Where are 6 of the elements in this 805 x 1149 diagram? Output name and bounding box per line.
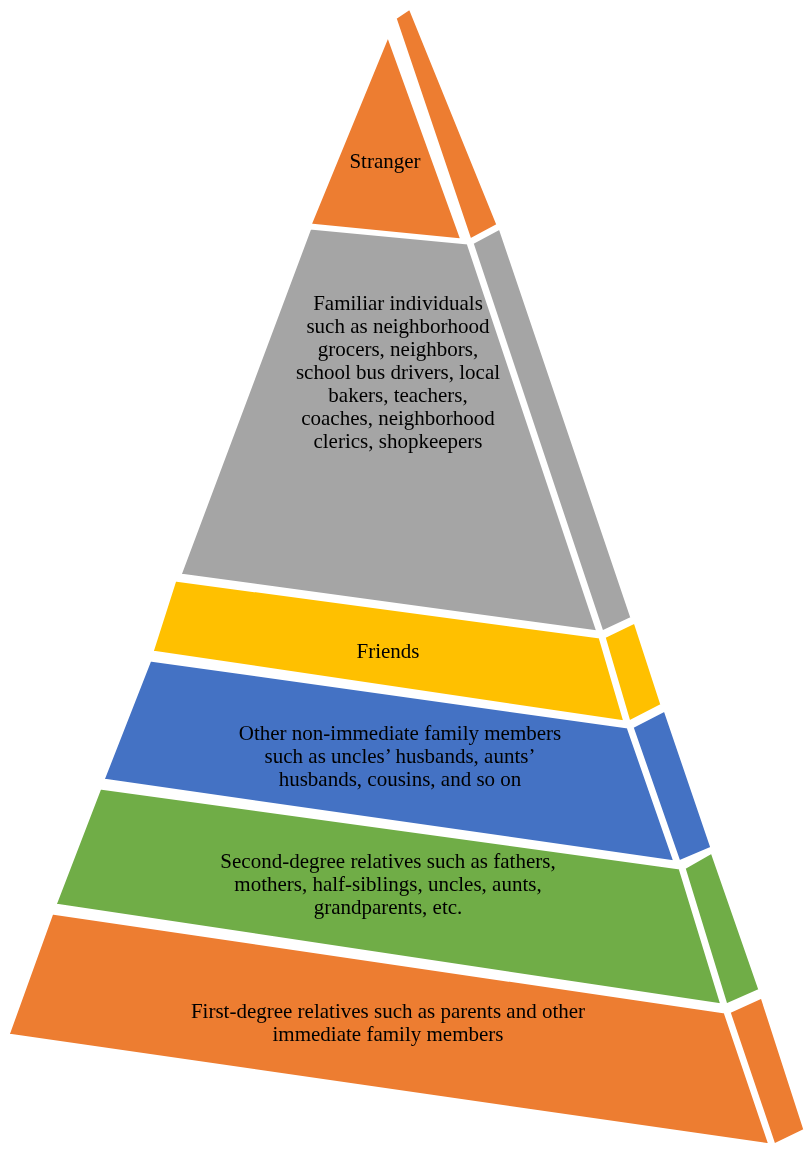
layer-label: First-degree relatives such as parents and other immediate family members [189,1000,587,1046]
layer-label: Second-degree relatives such as fathers, mothers, half-siblings, uncles, aunts, grandparents, etc. [219,850,557,919]
layer-label: Other non-immediate family members such as uncles’ husbands, aunts’ husbands, cousins, and so on [237,722,563,791]
layer-label: Familiar individuals such as neighborhood grocers, neighbors, school bus drivers, local bakers, teachers, coaches, neighborhood clerics, shopkeepers [294,292,502,453]
layer-label: Friends [355,640,421,663]
layer-label: Stranger [348,150,422,173]
